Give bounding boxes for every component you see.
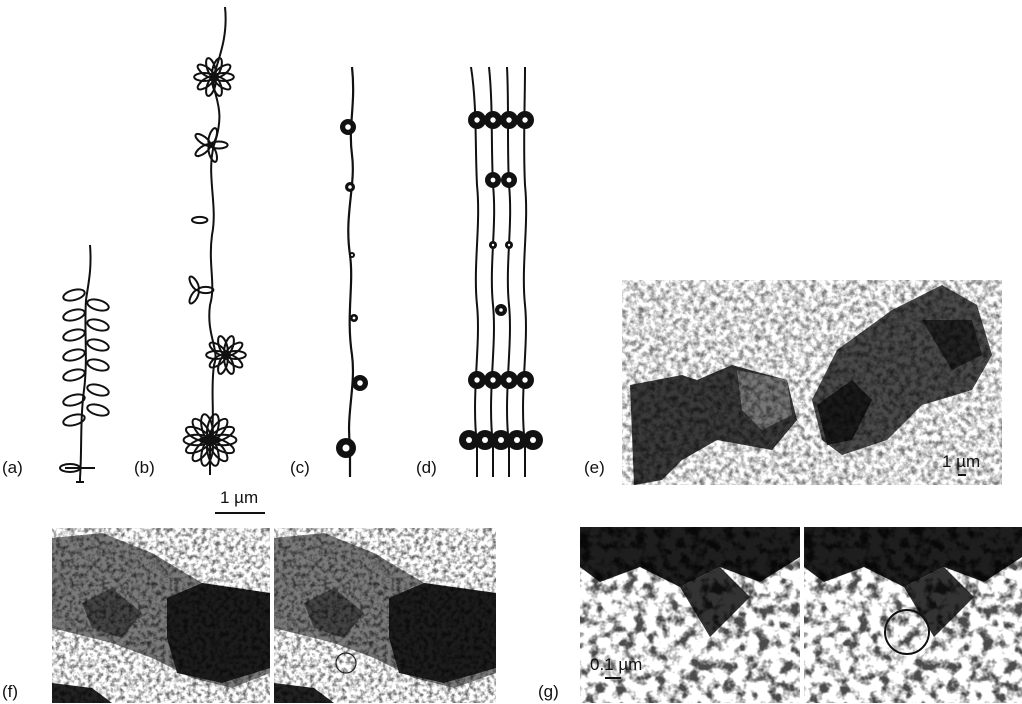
panel-g-scale-bar-label: 0.1 µm	[590, 655, 642, 675]
panel-c-drawing	[330, 65, 375, 480]
panel-g-label: (g)	[538, 682, 559, 702]
panel-f-scale-bar-label: 1 µm	[220, 488, 258, 508]
panel-b-drawing	[170, 5, 265, 480]
panel-e-label: (e)	[584, 458, 605, 478]
panel-f-scale-bar	[215, 512, 265, 514]
panel-f-micrograph-right	[274, 528, 496, 703]
panel-d-drawing	[455, 65, 550, 480]
panel-f-label: (f)	[2, 682, 18, 702]
panel-a-label: (a)	[2, 458, 23, 478]
panel-c-label: (c)	[290, 458, 310, 478]
panel-e-scale-bar	[958, 474, 966, 476]
panel-g-micrograph-right	[804, 527, 1022, 703]
panel-e-scale-bar-label: 1 µm	[942, 452, 980, 472]
panel-b-label: (b)	[134, 458, 155, 478]
panel-f-micrograph-left	[52, 528, 270, 703]
panel-a-drawing	[40, 240, 110, 485]
panel-d-label: (d)	[416, 458, 437, 478]
panel-g-scale-bar	[605, 677, 621, 679]
